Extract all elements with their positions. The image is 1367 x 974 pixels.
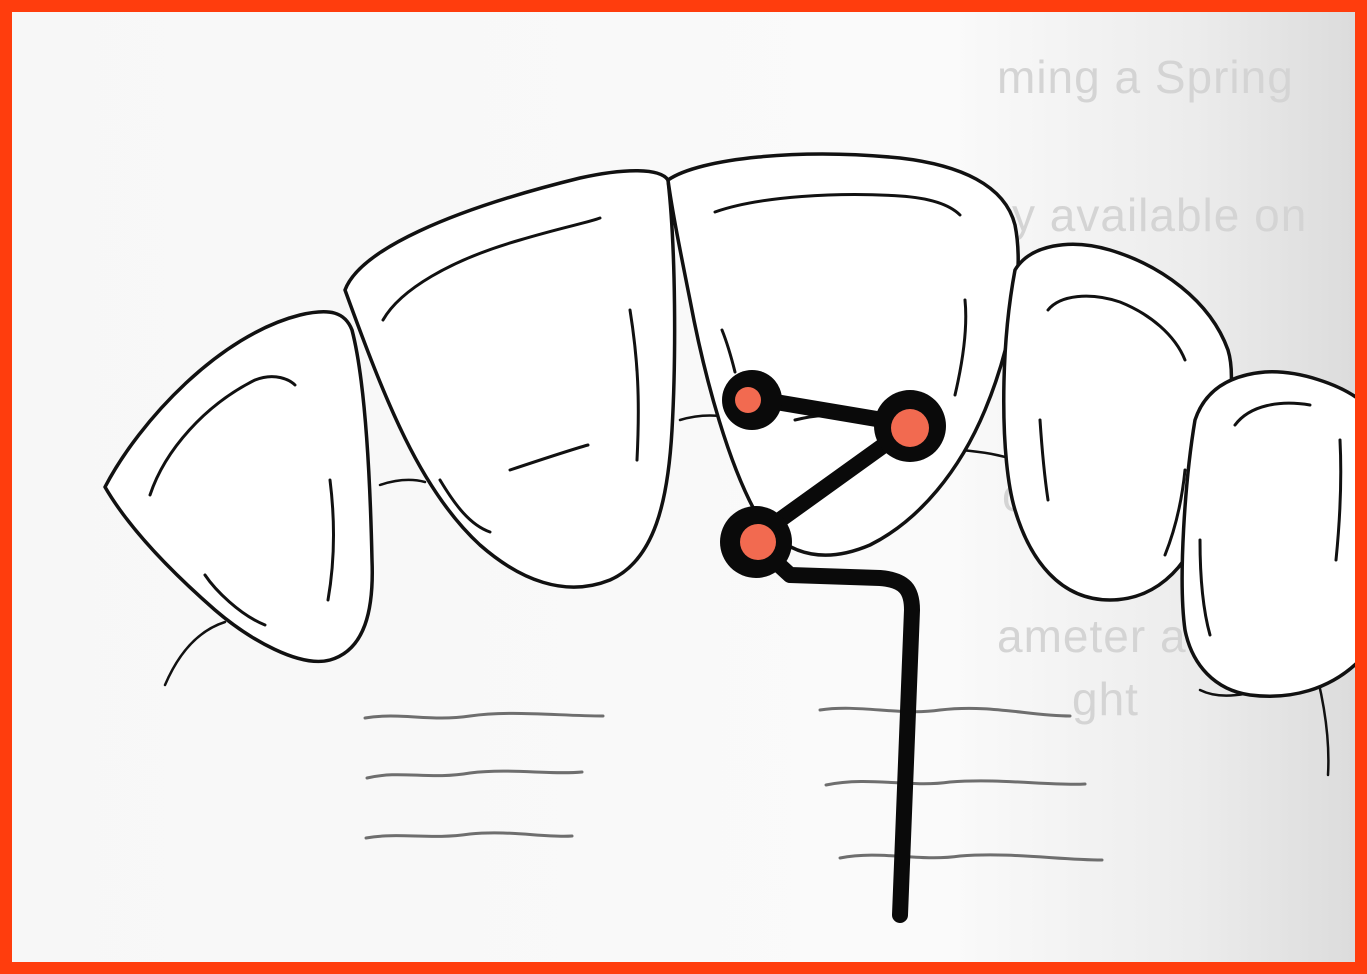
tooth-right-central: [668, 154, 1018, 555]
tissue-line-right-3: [840, 855, 1102, 860]
tissue-line-left-1: [365, 713, 603, 718]
tooth-right-canine: [1182, 372, 1355, 696]
tissue-line-left-2: [367, 771, 582, 778]
contact-spot-1: [735, 387, 761, 413]
tissue-line-right-2: [826, 781, 1085, 785]
contact-spot-2: [891, 409, 929, 447]
contact-spot-3: [740, 524, 776, 560]
dental-spring-diagram: [12, 12, 1355, 962]
tissue-line-left-3: [366, 833, 572, 838]
tooth-left-central: [345, 171, 675, 587]
gum-line-left-mid: [380, 480, 425, 485]
gum-line-left: [165, 622, 225, 685]
tissue-line-right-1: [820, 708, 1070, 716]
